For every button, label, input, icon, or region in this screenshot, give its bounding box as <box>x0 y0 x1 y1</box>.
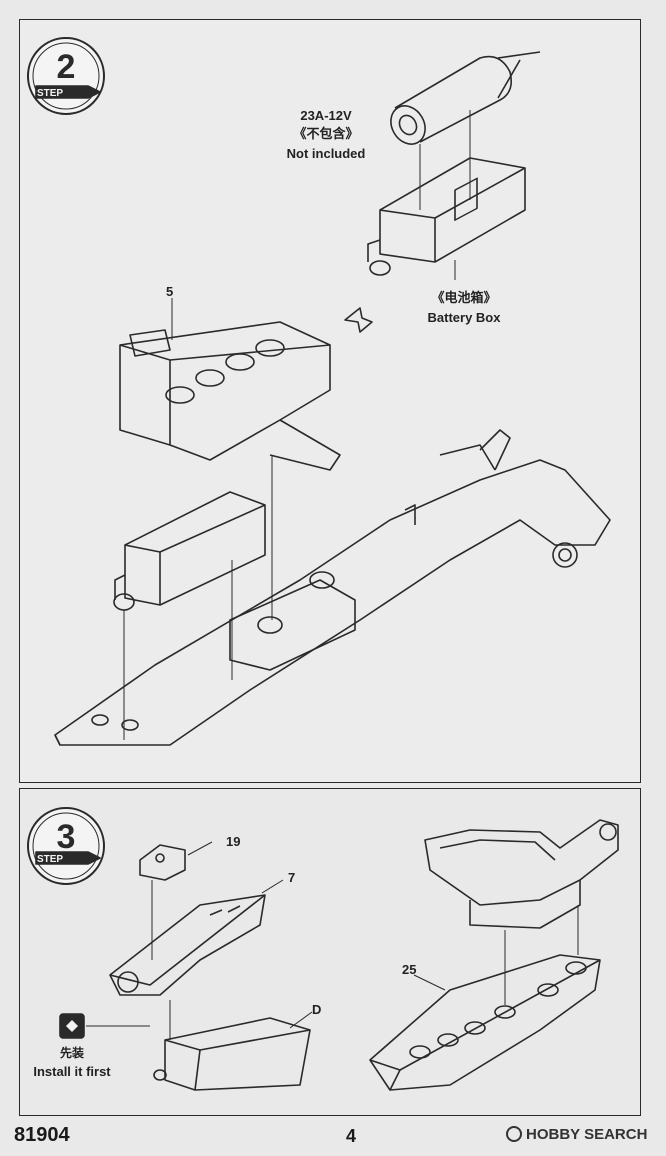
step-3-label: STEP <box>37 854 63 865</box>
step-3-badge <box>27 807 105 885</box>
part-19-drawing <box>139 841 213 960</box>
battery-not-included-en: Not included <box>286 146 366 161</box>
part-7-label: 7 <box>288 870 296 885</box>
battery-box-cn: 《电池箱》 <box>431 290 497 305</box>
install-first-en: Install it first <box>33 1064 111 1079</box>
product-code: 81904 <box>14 1124 70 1146</box>
battery-box-en: Battery Box <box>427 310 501 325</box>
canopy-drawing <box>424 819 619 1005</box>
step-2-label: STEP <box>37 88 63 99</box>
install-first-cn: 先装 <box>59 1046 85 1060</box>
battery-box-lower-drawing <box>113 455 273 740</box>
part-25-label: 25 <box>402 962 417 977</box>
battery-drawing <box>390 51 541 210</box>
step-3-number: 3 <box>57 818 76 856</box>
battery-code: 23A-12V <box>300 108 352 123</box>
battery-not-included-cn: 《不包含》 <box>293 126 359 141</box>
hull-drawing <box>54 429 611 746</box>
brand-name: HOBBY SEARCH <box>526 1126 648 1143</box>
step-2-panel <box>19 19 641 783</box>
part-5-label: 5 <box>166 284 174 299</box>
step-2-number: 2 <box>57 48 76 86</box>
part-D-label: D <box>312 1002 322 1017</box>
part-19-label: 19 <box>226 834 241 849</box>
part-7-drawing <box>109 879 284 996</box>
step-2-badge <box>27 37 105 115</box>
part-5-drawing <box>119 298 341 471</box>
brand-watermark: HOBBY SEARCH <box>506 1126 647 1143</box>
part-D-drawing <box>153 1000 313 1091</box>
part-25-drawing <box>369 954 601 1091</box>
battery-box-drawing <box>367 157 526 280</box>
install-first-icon <box>59 1013 150 1039</box>
brand-logo-icon <box>506 1126 522 1142</box>
page-number: 4 <box>346 1126 357 1146</box>
step-3-panel <box>19 788 641 1116</box>
